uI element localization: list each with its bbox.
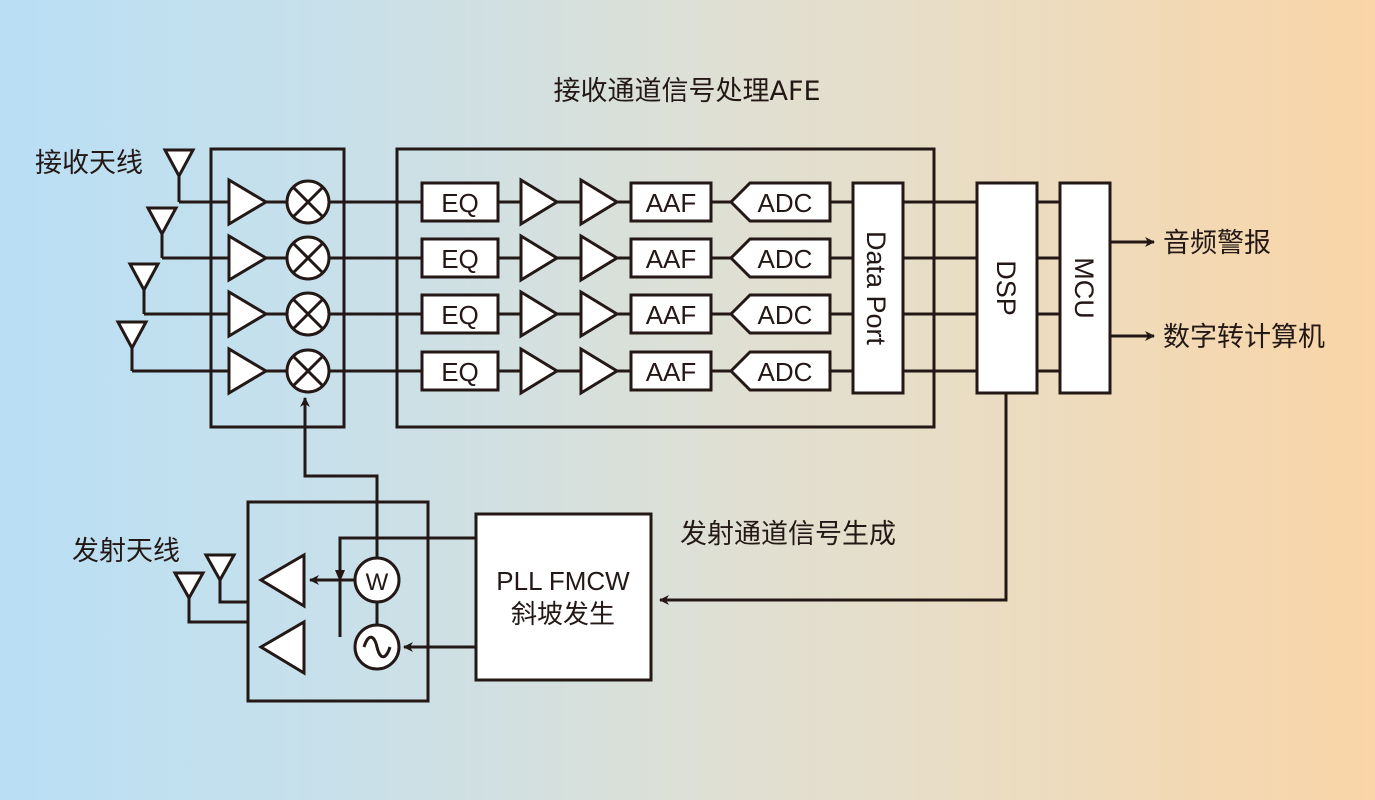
data-port-block [851, 181, 905, 395]
adc-block [728, 350, 832, 392]
lna-amplifier [227, 346, 269, 396]
rx-antenna-icon [127, 262, 161, 294]
aaf-block [629, 293, 713, 335]
mixer-cross [291, 354, 325, 388]
adc-label: ADC [758, 244, 813, 274]
lna-mixer-frame [209, 147, 346, 429]
adc-label: ADC [758, 300, 813, 330]
gain-amplifier [519, 346, 560, 396]
rx-antenna-icon [145, 206, 179, 238]
adc-block [728, 181, 832, 223]
tx-antenna-1-icon [203, 553, 237, 584]
aaf-block [629, 350, 713, 392]
gain-amplifier [579, 233, 620, 283]
eq-label: EQ [441, 357, 479, 387]
pa-amplifier-2 [258, 619, 306, 676]
pll-feedback-line [338, 536, 476, 637]
lo-to-mixer-line [300, 397, 379, 558]
feedback-arrowhead [335, 570, 345, 582]
rx-afe-title: 接收通道信号处理AFE [553, 76, 820, 107]
tx-antenna-2-line [187, 598, 248, 624]
eq-label: EQ [441, 188, 479, 218]
eq-block [420, 350, 500, 392]
adc-label: ADC [758, 188, 813, 218]
adc-label: ADC [758, 357, 813, 387]
aaf-label: AAF [646, 188, 697, 218]
pll-fmcw-block [474, 512, 653, 682]
aaf-block [629, 181, 713, 223]
tx-antenna-1-line [218, 580, 248, 604]
adc-block [728, 293, 832, 335]
tx-antenna-label: 发射天线 [72, 536, 180, 567]
vco-label: W [366, 569, 389, 596]
gain-amplifier [579, 177, 620, 227]
gain-amplifier [579, 289, 620, 339]
digital-to-computer-label: 数字转计算机 [1163, 322, 1325, 353]
afe-frame [395, 147, 936, 429]
aaf-label: AAF [646, 357, 697, 387]
gain-amplifier [579, 346, 620, 396]
mcu-label: MCU [1069, 257, 1099, 319]
aaf-label: AAF [646, 244, 697, 274]
lna-amplifier [227, 233, 269, 283]
eq-block [420, 181, 500, 223]
dsp-label: DSP [991, 260, 1021, 316]
eq-label: EQ [441, 244, 479, 274]
lna-amplifier [227, 177, 269, 227]
rx-antenna-label: 接收天线 [35, 148, 143, 179]
pa-amplifier-1 [258, 552, 306, 609]
aaf-block [629, 237, 713, 279]
rx-antenna-icon [162, 148, 196, 180]
tx-antenna-2-icon [172, 571, 206, 602]
gain-amplifier [519, 177, 560, 227]
tx-generation-title: 发射通道信号生成 [680, 519, 896, 550]
adc-block [728, 237, 832, 279]
pll-label: PLL FMCW [496, 566, 630, 596]
mcu-block [1058, 181, 1112, 395]
sine-icon [362, 635, 392, 659]
aaf-label: AAF [646, 300, 697, 330]
eq-block [420, 237, 500, 279]
ramp-label: 斜坡发生 [511, 600, 615, 630]
mixer-cross [291, 241, 325, 275]
data-port-label: Data Port [861, 231, 891, 346]
gain-amplifier [519, 289, 560, 339]
dsp-block [975, 181, 1039, 395]
eq-block [420, 293, 500, 335]
mixer-cross [291, 297, 325, 331]
lna-amplifier [227, 289, 269, 339]
tx-frame [246, 500, 430, 703]
mixer-cross [291, 185, 325, 219]
audio-alarm-label: 音频警报 [1163, 228, 1271, 259]
rx-antenna-icon [115, 320, 149, 352]
gain-amplifier [519, 233, 560, 283]
dsp-to-pll-line [659, 393, 1008, 605]
eq-label: EQ [441, 300, 479, 330]
